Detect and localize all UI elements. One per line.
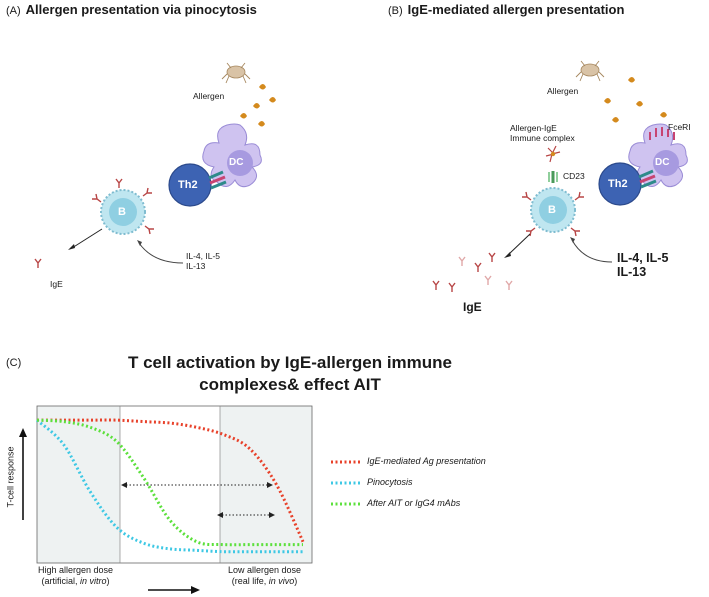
ige-label-b: IgE <box>463 300 482 314</box>
fceri-label: FceRI <box>668 122 691 132</box>
dendritic-cell-icon <box>202 123 262 188</box>
antibody-icon <box>522 191 584 237</box>
dc-label-b: DC <box>655 157 670 168</box>
dc-label-a: DC <box>229 157 244 168</box>
secretion-arrow <box>507 233 531 256</box>
th2-cell-icon <box>598 162 642 206</box>
b-cell-icon <box>100 189 146 235</box>
b-cell-icon <box>530 187 576 233</box>
panel-c-title: T cell activation by IgE-allergen immune… <box>127 353 453 394</box>
antibody-icon <box>92 178 154 235</box>
cytokines-a: IL-4, IL-5 IL-13 <box>186 251 221 271</box>
plot-frame <box>36 405 313 564</box>
series-line-0 <box>37 418 305 543</box>
allergen-label-b: Allergen <box>547 86 579 96</box>
x-note-high-dose: High allergen dose (artificial, in vitro… <box>38 565 114 586</box>
immune-complex-icon <box>545 145 561 163</box>
allergen-particle-icon <box>604 77 667 123</box>
panel-a-title: (A)Allergen presentation via pinocytosis <box>6 2 257 17</box>
series-line-2 <box>36 418 303 547</box>
cytokine-arrow <box>138 242 184 264</box>
dust-mite-icon <box>221 62 251 84</box>
legend-label-0: IgE-mediated Ag presentation <box>367 456 486 466</box>
ige-antibody-icon <box>432 252 513 292</box>
th2-label-a: Th2 <box>178 179 198 191</box>
high-dose-region <box>37 406 120 563</box>
th2-label-b: Th2 <box>608 178 628 190</box>
allergen-label-a: Allergen <box>193 91 225 101</box>
b-label-a: B <box>118 206 126 218</box>
b-label-b: B <box>548 204 556 216</box>
th2-cell-icon <box>168 163 212 207</box>
y-axis-label: T-cell response <box>5 446 16 508</box>
ige-antibody-icon <box>34 258 42 268</box>
fceri-receptor-icon <box>649 127 675 140</box>
tcr-mhc-bars <box>638 169 657 189</box>
cytokines-b: IL-4, IL-5 IL-13 <box>617 251 669 279</box>
panel-b-title: (B)IgE-mediated allergen presentation <box>388 2 625 17</box>
allergen-particle-icon <box>240 84 276 127</box>
x-note-low-dose: Low allergen dose (real life, in vivo) <box>228 565 302 586</box>
tcr-mhc-bars <box>208 170 227 190</box>
mid-dose-region <box>120 406 220 563</box>
complex-label: Allergen-IgE Immune complex <box>510 123 575 143</box>
legend-label-2: After AIT or IgG4 mAbs <box>367 498 461 508</box>
cd23-label: CD23 <box>563 171 585 181</box>
ige-label-a: IgE <box>50 279 63 289</box>
legend-label-1: Pinocytosis <box>367 477 413 487</box>
cytokine-arrow <box>571 239 613 263</box>
panel-c-letter: (C) <box>6 357 22 369</box>
dendritic-cell-icon <box>628 123 688 188</box>
secretion-arrow <box>71 228 103 249</box>
cd23-receptor-icon <box>548 171 558 183</box>
dust-mite-icon <box>575 60 605 82</box>
